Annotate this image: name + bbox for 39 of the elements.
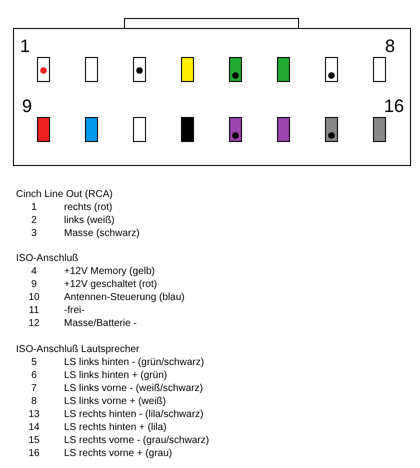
pin-number: 6 [30,370,38,382]
pin-description: LS links vorne + (weiß) [64,396,166,408]
pin-number: 8 [385,37,396,55]
pin-description: LS rechts hinten - (lila/schwarz) [64,409,204,421]
section-heading: ISO-Anschluß [16,253,78,265]
pin-number: 16 [27,448,41,460]
pin-description: LS rechts vorne - (grau/schwarz) [64,435,210,447]
pin-number: 4 [30,266,38,278]
pin-description: LS rechts hinten + (lila) [64,422,167,434]
pin-number: 8 [30,396,38,408]
pin-number: 1 [20,37,30,55]
pin-number: 14 [27,422,41,434]
pin-number: 13 [27,409,41,421]
pin-number: 10 [27,292,41,304]
pin-description: LS links hinten + (grün) [64,370,168,382]
pin-number: 1 [30,202,38,214]
pin-description: Antennen-Steuerung (blau) [64,292,185,304]
pin-number: 9 [22,97,32,115]
pin-number: 16 [384,97,404,115]
pin-description: LS rechts vorne + (grau) [64,448,172,460]
pin-number: 5 [30,357,38,369]
pin-description: +12V Memory (gelb) [64,266,155,278]
section-heading: Cinch Line Out (RCA) [16,189,113,201]
pin-description: Masse/Batterie - [64,318,137,330]
pin-description: links (weiß) [64,215,115,227]
pin-number: 9 [30,279,38,291]
pin-description: +12V geschaltet (rot) [64,279,158,291]
pin-description: LS links hinten - (grün/schwarz) [64,357,204,369]
pin-number: 15 [27,435,41,447]
pin-number: 7 [30,383,38,395]
pin-number: 11 [28,305,40,317]
pin-number: 12 [27,318,41,330]
pin-description: LS links vorne - (weiß/schwarz) [64,383,203,395]
pin-description: Masse (schwarz) [64,228,140,240]
pin-number: 2 [30,215,38,227]
pin-description: rechts (rot) [64,202,112,214]
section-heading: ISO-Anschluß Lautsprecher [16,344,140,356]
pin-description: -frei- [64,305,85,317]
pin-number: 3 [30,228,38,240]
